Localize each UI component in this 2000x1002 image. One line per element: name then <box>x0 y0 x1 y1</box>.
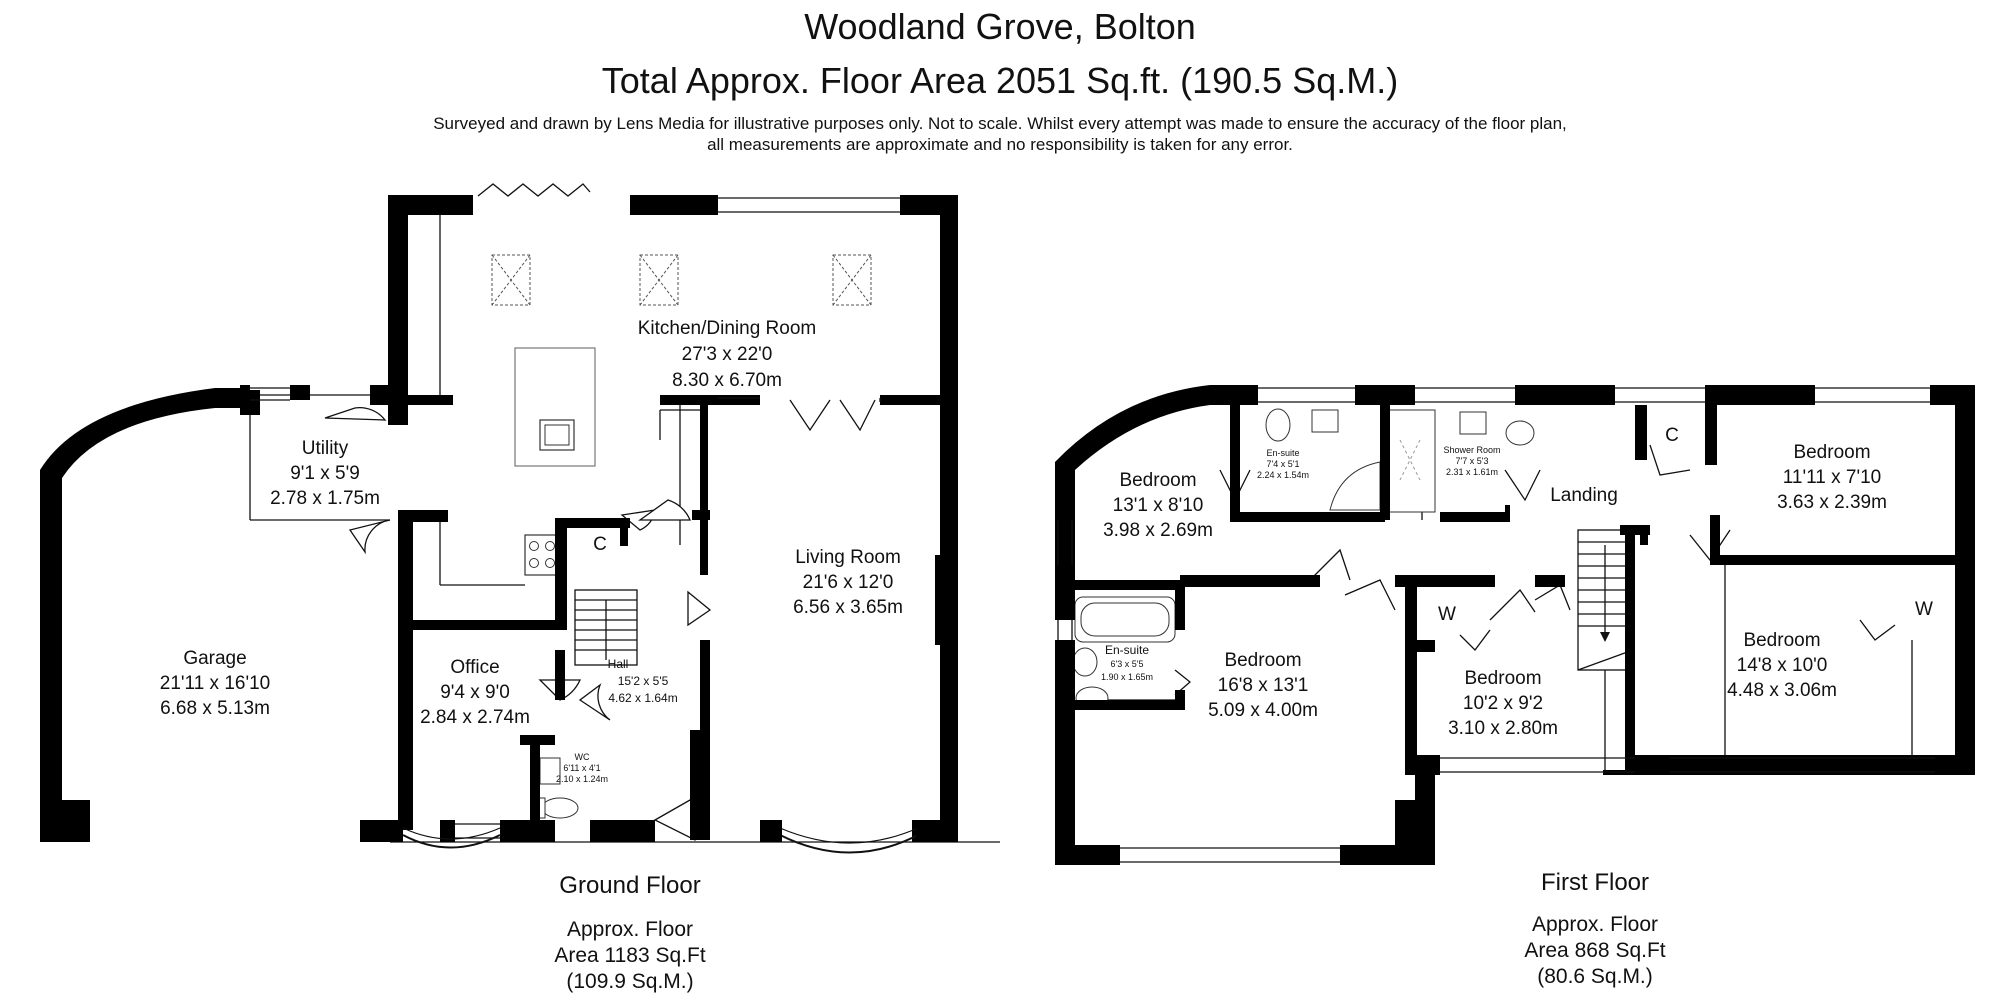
landing-name: Landing <box>1550 485 1618 506</box>
ground-floor-area-line-3: (109.9 Sq.M.) <box>566 970 693 993</box>
bay-window <box>779 834 919 854</box>
first-floor-plan: Bedroom 13'1 x 8'10 3.98 x 2.69m En-suit… <box>1055 385 1975 988</box>
bedroom4-imperial: 10'2 x 9'2 <box>1463 693 1543 714</box>
kitchen-island <box>514 347 596 467</box>
basin-icon <box>1311 409 1339 433</box>
cupboard-label: C <box>593 534 607 555</box>
ensuite1-name: En-suite <box>1266 448 1299 458</box>
staircase <box>574 589 638 666</box>
first-floor-walls <box>1055 385 1975 865</box>
living-room-imperial: 21'6 x 12'0 <box>803 572 894 593</box>
bedroom3-metric: 5.09 x 4.00m <box>1208 700 1318 721</box>
windows <box>1057 387 1935 863</box>
ground-floor-area-line-2: Area 1183 Sq.Ft <box>554 944 706 967</box>
toilet-icon <box>1505 420 1535 446</box>
cupboard-label: C <box>1665 425 1679 446</box>
ensuite2-imperial: 6'3 x 5'5 <box>1111 659 1144 669</box>
bedroom4-metric: 3.10 x 2.80m <box>1448 718 1558 739</box>
ground-floor-plan: Kitchen/Dining Room 27'3 x 22'0 8.30 x 6… <box>40 183 1000 993</box>
utility-imperial: 9'1 x 5'9 <box>290 463 360 484</box>
wc-imperial: 6'11 x 4'1 <box>563 763 600 773</box>
basin-icon <box>1072 647 1098 677</box>
bedroom1-name: Bedroom <box>1119 470 1196 491</box>
bedroom-curved-wall <box>1055 385 1210 580</box>
bay-window <box>402 834 501 849</box>
office-imperial: 9'4 x 9'0 <box>440 682 510 703</box>
wc-metric: 2.10 x 1.24m <box>556 774 608 784</box>
bedroom4-name: Bedroom <box>1464 668 1541 689</box>
bedroom3-imperial: 16'8 x 13'1 <box>1218 675 1309 696</box>
hall-imperial: 15'2 x 5'5 <box>618 674 669 688</box>
hall-metric: 4.62 x 1.64m <box>608 691 677 705</box>
kitchen-metric: 8.30 x 6.70m <box>672 370 782 391</box>
office-name: Office <box>450 657 499 678</box>
ensuite1-imperial: 7'4 x 5'1 <box>1267 459 1300 469</box>
hob-icon <box>524 534 560 576</box>
corner-shower <box>1329 461 1381 511</box>
bedroom1-metric: 3.98 x 2.69m <box>1103 520 1213 541</box>
office-metric: 2.84 x 2.74m <box>420 707 530 728</box>
ground-floor-area-line-1: Approx. Floor <box>567 918 693 941</box>
utility-name: Utility <box>302 438 349 459</box>
shower-tray <box>1384 409 1436 513</box>
staircase <box>1577 529 1634 671</box>
shower-room-metric: 2.31 x 1.61m <box>1446 467 1498 477</box>
total-area-heading: Total Approx. Floor Area 2051 Sq.ft. (19… <box>601 60 1399 101</box>
utility-metric: 2.78 x 1.75m <box>270 488 380 509</box>
first-floor-area-line-3: (80.6 Sq.M.) <box>1537 965 1653 988</box>
shower-room-imperial: 7'7 x 5'3 <box>1456 456 1489 466</box>
skylight-icon <box>491 254 531 306</box>
garage-curved-wall <box>40 388 240 842</box>
bedroom1-imperial: 13'1 x 8'10 <box>1113 495 1204 516</box>
living-room-name: Living Room <box>795 547 901 568</box>
first-floor-area-line-2: Area 868 Sq.Ft <box>1524 939 1665 962</box>
bifold-doors <box>477 183 591 197</box>
bedroom2-imperial: 11'11 x 7'10 <box>1783 467 1881 488</box>
door-swing <box>1174 444 1896 696</box>
bedroom2-name: Bedroom <box>1793 442 1870 463</box>
bedroom5-name: Bedroom <box>1743 630 1820 651</box>
shower-room-name: Shower Room <box>1443 445 1500 455</box>
living-room-metric: 6.56 x 3.65m <box>793 597 903 618</box>
skylight-icon <box>832 254 872 306</box>
disclaimer-line-2: all measurements are approximate and no … <box>707 135 1293 154</box>
skylight-icon <box>639 254 679 306</box>
bedroom3-name: Bedroom <box>1224 650 1301 671</box>
toilet-icon <box>1265 408 1291 442</box>
kitchen-name: Kitchen/Dining Room <box>638 318 816 339</box>
ground-floor-walls <box>40 195 958 842</box>
ensuite1-metric: 2.24 x 1.54m <box>1257 470 1309 480</box>
ensuite2-metric: 1.90 x 1.65m <box>1101 672 1153 682</box>
ground-floor-label: Ground Floor <box>559 872 700 899</box>
hall-name: Hall <box>608 657 629 671</box>
disclaimer-line-1: Surveyed and drawn by Lens Media for ill… <box>433 114 1567 133</box>
garage-imperial: 21'11 x 16'10 <box>160 673 270 694</box>
wardrobe-label: W <box>1915 599 1933 620</box>
toilet-icon <box>541 797 579 819</box>
bedroom5-imperial: 14'8 x 10'0 <box>1737 655 1828 676</box>
first-floor-label: First Floor <box>1541 869 1649 896</box>
bedroom2-metric: 3.63 x 2.39m <box>1777 492 1887 513</box>
plan-title: Woodland Grove, Bolton <box>804 6 1196 47</box>
kitchen-imperial: 27'3 x 22'0 <box>682 344 773 365</box>
bedroom5-metric: 4.48 x 3.06m <box>1727 680 1837 701</box>
garage-metric: 6.68 x 5.13m <box>160 698 270 719</box>
first-floor-area-line-1: Approx. Floor <box>1532 913 1658 936</box>
garage-name: Garage <box>183 648 246 669</box>
ensuite2-name: En-suite <box>1105 643 1149 657</box>
wc-name: WC <box>575 752 590 762</box>
ground-floor-interior-lines <box>249 215 1000 843</box>
basin-icon <box>1459 411 1487 435</box>
wardrobe-label: W <box>1438 604 1456 625</box>
